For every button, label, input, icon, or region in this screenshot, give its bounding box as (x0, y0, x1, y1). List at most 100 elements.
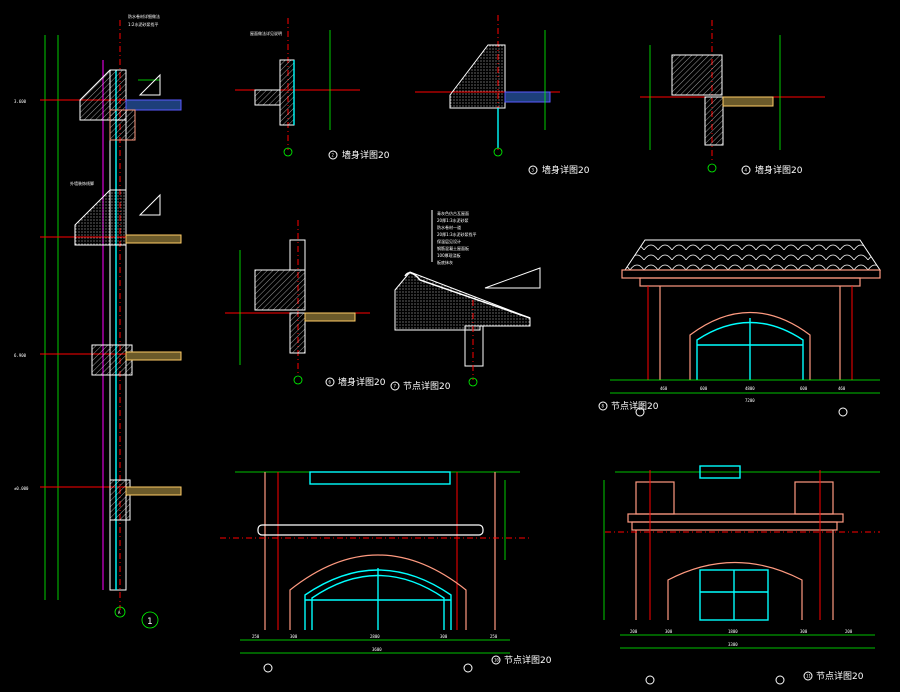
detail-4-title: 墙身详图20 (755, 164, 803, 176)
wall-block (279, 59, 295, 126)
level-label-2: 6.900 (14, 353, 27, 358)
cornice-band (257, 524, 484, 536)
beam-1 (109, 109, 136, 141)
detail-8-elevation: 460 600 4800 600 460 7200 8 节点详图20 (598, 239, 881, 417)
axis-bubble (468, 377, 478, 387)
level-label-1: 3.600 (14, 99, 27, 104)
dim-2: 300 (665, 629, 673, 634)
title-circle (803, 671, 813, 681)
dim-3: 4800 (745, 386, 755, 391)
title-number: 6 (329, 380, 332, 385)
detail-1-title: 1 (147, 617, 153, 627)
cornice-2 (74, 189, 127, 246)
title-number: 7 (394, 384, 397, 389)
axis-bubble-left (263, 663, 273, 673)
parapet-block (254, 269, 306, 311)
title-circle (325, 377, 335, 387)
title-number: 4 (745, 168, 748, 173)
detail-10-title: 节点详图20 (504, 654, 552, 666)
dim-span: 3600 (372, 647, 382, 652)
detail-2-wall-section: 屋面做法详见说明 2 墙身详图20 (235, 18, 390, 161)
dim-4: 300 (800, 629, 808, 634)
roof-note-1: 青灰色仿古瓦屋面 (437, 210, 469, 216)
pier-cap-right (794, 481, 834, 515)
title-circle (598, 401, 608, 411)
dim-2: 300 (290, 634, 298, 639)
detail-1-wall-section: 3.600 6.900 ±0.000 防水卷材详细做法 1:2水泥砂浆找平 外墙… (14, 13, 182, 629)
detail-1-title-circle (141, 611, 159, 629)
cornice-1 (79, 69, 127, 121)
slab (304, 312, 356, 322)
title-number: 8 (602, 404, 605, 409)
dim-5: 200 (845, 629, 853, 634)
slab (504, 91, 551, 103)
beam-4 (109, 479, 131, 521)
dim-1: 200 (630, 629, 638, 634)
parapet-top (289, 239, 306, 271)
title-number: 11 (806, 674, 811, 679)
roof-note-7: 100厚现浇板 (437, 252, 461, 258)
level-label-4: ±0.000 (14, 486, 29, 491)
title-number: 3 (532, 168, 535, 173)
axis-bubble (114, 606, 126, 618)
frieze-band (639, 277, 861, 287)
dim-2: 600 (700, 386, 708, 391)
dim-4: 300 (440, 634, 448, 639)
upper-window (309, 471, 451, 485)
slope-symbol-1 (138, 73, 161, 96)
detail-7-roof-node: 青灰色仿古瓦屋面 20厚1:3水泥砂浆 防水卷材一道 20厚1:3水泥砂浆找平 … (390, 210, 541, 392)
arch-outer (289, 554, 467, 630)
axis-bubble-right (463, 663, 473, 673)
beam-3 (91, 344, 133, 376)
axis-bubble (493, 147, 503, 157)
title-circle (390, 381, 400, 391)
slab (722, 96, 774, 107)
roof-tiles (404, 272, 531, 319)
dim-5: 460 (838, 386, 846, 391)
roof-slab (394, 271, 531, 331)
detail-6-wall-section: 6 墙身详图20 (225, 220, 386, 388)
dim-span: 3300 (728, 642, 738, 647)
roof-note-6: 钢筋混凝土屋面板 (437, 245, 469, 251)
arch-outer (667, 562, 803, 620)
cornice-band-1 (627, 513, 844, 523)
cornice (449, 44, 506, 109)
cornice-band-2 (631, 521, 838, 531)
title-circle (528, 165, 538, 175)
axis-bubble-right (838, 407, 848, 417)
slab-1 (125, 99, 182, 111)
axis-label: A (118, 610, 121, 615)
roof-note-3: 防水卷材一道 (437, 224, 461, 230)
dim-4: 600 (800, 386, 808, 391)
title-circle (741, 165, 751, 175)
detail-3-title: 墙身详图20 (542, 164, 590, 176)
note-3: 外墙装饰线脚 (70, 180, 94, 186)
roof-note-2: 20厚1:3水泥砂浆 (437, 217, 469, 223)
axis-bubble-left (635, 407, 645, 417)
eave-band (621, 269, 881, 279)
detail-6-title: 墙身详图20 (338, 376, 386, 388)
pier-cap-left (635, 481, 675, 515)
axis-bubble-left (645, 675, 655, 685)
title-number: 10 (494, 658, 499, 663)
detail-2-title: 墙身详图20 (342, 149, 390, 161)
title-circle (491, 655, 501, 665)
detail-10-elevation: 250 300 2800 300 250 3600 10 节点详图20 (220, 471, 552, 673)
title-number: 2 (332, 153, 335, 158)
roof-note-5: 保温层见设计 (437, 238, 461, 244)
roof-note-8: 板底抹灰 (437, 259, 453, 265)
dim-5: 250 (490, 634, 498, 639)
slab-2 (125, 234, 182, 244)
detail-8-title: 节点详图20 (611, 400, 659, 412)
title-circle (328, 150, 338, 160)
dim-3: 2800 (370, 634, 380, 639)
dim-3: 1800 (728, 629, 738, 634)
dim-1: 460 (660, 386, 668, 391)
roof-note-4: 20厚1:3水泥砂浆找平 (437, 231, 477, 237)
detail-11-elevation: 200 300 1800 300 200 3300 11 节点详图20 (603, 465, 880, 685)
slope-symbol-2 (138, 193, 161, 216)
axis-bubble (707, 163, 717, 173)
note: 屋面做法详见说明 (250, 30, 282, 36)
note-1: 防水卷材详细做法 (128, 13, 160, 19)
